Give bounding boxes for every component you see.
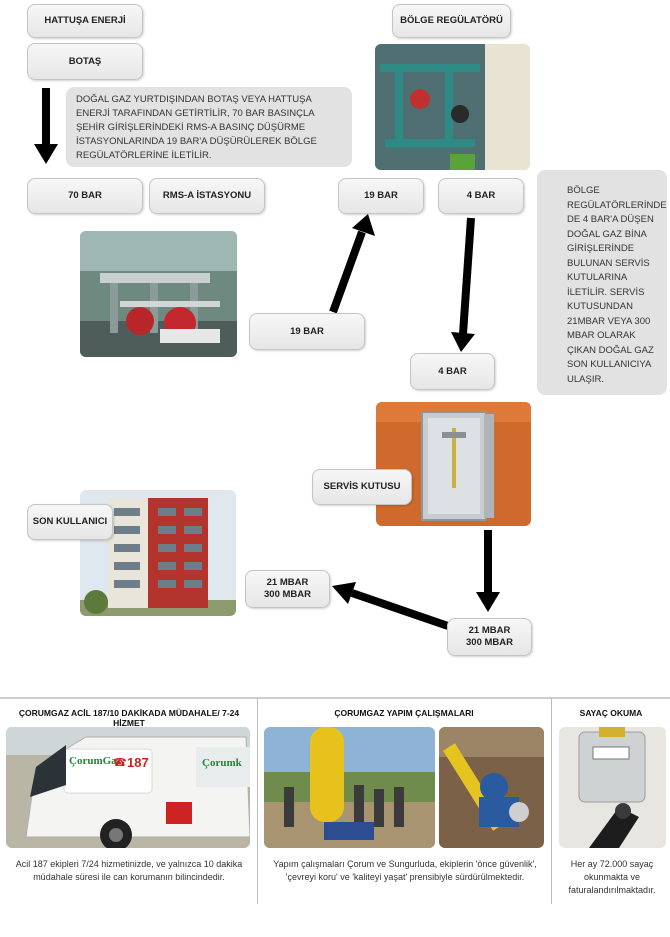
panel-construction-title: ÇORUMGAZ YAPIM ÇALIŞMALARI [334, 708, 474, 718]
construction-photo-2 [439, 727, 544, 848]
panel-divider-1 [257, 698, 258, 904]
node-4-bar-top: 4 BAR [438, 178, 524, 214]
node-4-bar-mid: 4 BAR [410, 353, 495, 390]
node-hattusa-enerji: HATTUŞA ENERJİ [27, 4, 143, 38]
node-rms-a-label: RMS-A İSTASYONU [162, 190, 252, 201]
note-right-text: BÖLGE REGÜLATÖRLERİNDE DE 4 BAR'A DÜŞEN … [567, 185, 667, 385]
panel-construction-caption: Yapım çalışmaları Çorum ve Sungurluda, e… [273, 859, 537, 882]
note-intro: DOĞAL GAZ YURTDIŞINDAN BOTAŞ VEYA HATTUŞ… [66, 87, 352, 167]
emergency-van-photo: ÇorumGaz ☎ 187 Çorumk [6, 727, 250, 848]
node-mbar-left-line2: 300 MBAR [264, 589, 311, 600]
node-19-bar-mid: 19 BAR [249, 313, 365, 350]
node-botas: BOTAŞ [27, 43, 143, 80]
node-mbar-right-line1: 21 MBAR [468, 625, 511, 636]
panel-divider-2 [551, 698, 552, 904]
node-19-bar-mid-label: 19 BAR [290, 325, 324, 337]
node-rms-a: RMS-A İSTASYONU [149, 178, 265, 214]
node-70-bar: 70 BAR [27, 178, 143, 214]
note-right: BÖLGE REGÜLATÖRLERİNDE DE 4 BAR'A DÜŞEN … [537, 170, 667, 395]
node-botas-label: BOTAŞ [68, 55, 102, 67]
panel-meter-caption: Her ay 72.000 sayaç okunmakta ve fatural… [568, 859, 656, 895]
arrow-servis-down [476, 530, 500, 612]
arrow-19bar-up [329, 214, 375, 314]
node-bolge-regulatoru: BÖLGE REGÜLATÖRÜ [392, 4, 511, 38]
node-19-bar-top: 19 BAR [338, 178, 424, 214]
panel-meter-title: SAYAÇ OKUMA [579, 708, 643, 718]
node-hattusa-label: HATTUŞA ENERJİ [44, 15, 126, 26]
panel-emergency-title: ÇORUMGAZ ACİL 187/10 DAKİKADA MÜDAHALE/ … [18, 708, 240, 728]
regulator-photo [375, 44, 530, 170]
node-70-bar-label: 70 BAR [68, 190, 102, 201]
van-phone-icon: ☎ [113, 757, 127, 769]
arrow-4bar-down [451, 217, 475, 352]
node-son-label: SON KULLANICI [32, 516, 108, 527]
node-servis-label: SERVİS KUTUSU [323, 481, 401, 492]
van-side-text: Çorumk [202, 757, 242, 769]
arrow-mbar-left [332, 582, 450, 630]
rms-station-photo [80, 231, 237, 357]
node-bolge-label: BÖLGE REGÜLATÖRÜ [400, 15, 503, 26]
panels-top-rule [0, 697, 670, 699]
arrow-botas-down [34, 88, 58, 164]
van-phone-text: 187 [127, 755, 149, 770]
construction-photo-1 [264, 727, 435, 848]
flow-arrows [34, 88, 500, 630]
end-user-building-photo [80, 490, 236, 616]
panel-emergency-caption: Acil 187 ekipleri 7/24 hizmetinizde, ve … [15, 859, 243, 882]
node-son-kullanici: SON KULLANICI [27, 504, 113, 540]
note-intro-text: DOĞAL GAZ YURTDIŞINDAN BOTAŞ VEYA HATTUŞ… [76, 94, 317, 161]
node-19-bar-top-label: 19 BAR [364, 190, 398, 201]
node-4-bar-top-label: 4 BAR [466, 190, 496, 201]
node-mbar-right-line2: 300 MBAR [466, 637, 513, 648]
node-mbar-right: 21 MBAR 300 MBAR [447, 618, 532, 656]
service-box-photo [376, 402, 531, 526]
node-mbar-left-line1: 21 MBAR [266, 577, 309, 588]
meter-reading-photo [559, 727, 666, 848]
van-brand-text: ÇorumGaz [69, 755, 122, 767]
node-mbar-left: 21 MBAR 300 MBAR [245, 570, 330, 608]
node-4-bar-mid-label: 4 BAR [438, 365, 467, 377]
node-servis-kutusu: SERVİS KUTUSU [312, 469, 412, 505]
